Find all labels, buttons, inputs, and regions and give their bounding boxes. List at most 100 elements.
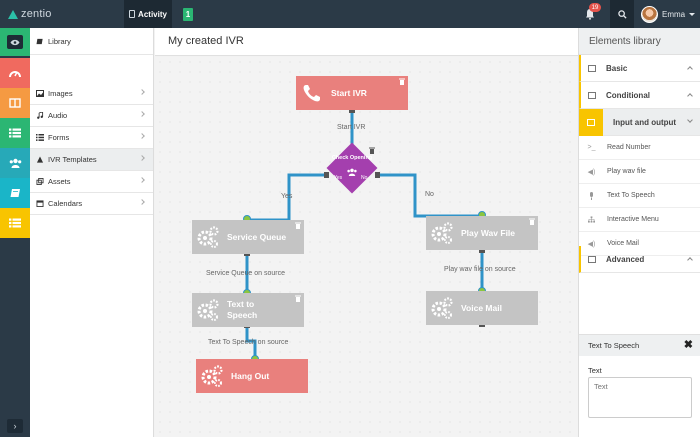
connector-endpoint xyxy=(375,172,380,178)
microphone-icon xyxy=(588,191,595,200)
chevron-right-icon xyxy=(139,111,145,117)
speaker-icon: ◀) xyxy=(587,240,596,248)
list-icon xyxy=(36,134,44,141)
brand-name: zentio xyxy=(21,8,52,20)
element-play-wav-file[interactable]: ◀) Play wav file xyxy=(579,160,700,184)
rail-item-users[interactable] xyxy=(0,148,30,178)
library-item-audio[interactable]: Audio xyxy=(30,105,153,127)
library-item-images[interactable]: Images xyxy=(30,83,153,105)
text-field[interactable] xyxy=(588,377,692,418)
node-start-ivr[interactable]: Start IVR xyxy=(296,76,408,110)
count-badge[interactable]: 1 xyxy=(183,8,193,21)
icon-rail: › xyxy=(0,28,30,437)
close-icon[interactable]: ✖ xyxy=(683,339,693,351)
rail-item-columns[interactable] xyxy=(0,88,30,118)
section-label: Advanced xyxy=(606,254,645,264)
elements-library-panel: Elements library Basic Conditional Input… xyxy=(578,28,700,437)
chevron-right-icon xyxy=(139,177,145,183)
section-basic[interactable]: Basic xyxy=(579,55,700,82)
chevron-up-icon xyxy=(687,257,693,263)
gears-icon xyxy=(431,297,453,319)
rail-item-view[interactable] xyxy=(0,28,30,56)
columns-icon xyxy=(588,91,596,99)
node-label: Play Wav File xyxy=(461,227,516,238)
notification-count-badge: 19 xyxy=(589,3,601,12)
trash-icon[interactable] xyxy=(295,295,301,302)
chevron-up-icon xyxy=(687,66,693,72)
ivr-canvas[interactable]: Start IVR Start IVR Check Opening Yes No… xyxy=(155,57,578,437)
chevron-down-icon xyxy=(689,12,696,16)
node-play-wav-file[interactable]: Play Wav File xyxy=(426,216,538,250)
edge-label-start-ivr: Start IVR xyxy=(337,124,366,131)
trash-icon[interactable] xyxy=(399,78,405,85)
user-menu[interactable]: Emma xyxy=(641,5,696,23)
columns-icon xyxy=(587,118,595,126)
element-read-number[interactable]: >_ Read Number xyxy=(579,136,700,160)
gears-icon xyxy=(431,222,453,244)
rail-item-list[interactable] xyxy=(0,118,30,148)
trash-icon[interactable] xyxy=(295,222,301,229)
music-icon xyxy=(37,112,44,119)
element-text-to-speech[interactable]: Text To Speech xyxy=(579,184,700,208)
users-icon xyxy=(9,158,21,168)
chevron-right-icon xyxy=(139,199,145,205)
connector-endpoint xyxy=(479,248,485,253)
users-icon xyxy=(347,168,357,176)
speaker-icon: ◀) xyxy=(587,168,596,176)
chevron-right-icon xyxy=(139,155,145,161)
expand-rail-button[interactable]: › xyxy=(7,419,23,433)
properties-title: Text To Speech xyxy=(588,341,640,350)
activity-label: Activity xyxy=(138,9,167,19)
element-interactive-menu[interactable]: Interactive Menu xyxy=(579,208,700,232)
avatar xyxy=(641,5,658,23)
node-voice-mail[interactable]: Voice Mail xyxy=(426,291,538,325)
edge-label-service-queue-on-source: Service Queue on source xyxy=(206,270,285,277)
section-advanced[interactable]: Advanced xyxy=(579,246,700,273)
edge-label-no: No xyxy=(425,191,434,198)
book-icon xyxy=(10,189,20,197)
text-field-label: Text xyxy=(588,366,602,375)
logo-icon xyxy=(8,9,18,19)
user-name: Emma xyxy=(662,9,686,19)
book-icon xyxy=(36,38,43,44)
library-item-forms[interactable]: Forms xyxy=(30,127,153,149)
library-item-label: Calendars xyxy=(48,199,83,208)
library-item-calendars[interactable]: Calendars xyxy=(30,193,153,215)
element-voice-mail[interactable]: ◀) Voice Mail xyxy=(579,232,700,256)
library-menu: Library Images Audio Forms IVR Templates… xyxy=(30,28,154,437)
element-label: Text To Speech xyxy=(607,192,655,199)
node-text-to-speech[interactable]: Text to Speech xyxy=(192,293,304,327)
activity-tab[interactable]: Activity xyxy=(124,0,172,28)
trash-icon[interactable] xyxy=(369,147,375,154)
trash-icon[interactable] xyxy=(529,218,535,225)
node-service-queue[interactable]: Service Queue xyxy=(192,220,304,254)
element-label: Play wav file xyxy=(607,168,646,175)
search-button[interactable] xyxy=(610,0,634,28)
library-item-label: IVR Templates xyxy=(48,155,97,164)
gears-icon xyxy=(197,299,219,321)
rail-item-book[interactable] xyxy=(0,178,30,208)
node-hang-out[interactable]: Hang Out xyxy=(196,359,308,393)
element-label: Read Number xyxy=(607,144,651,151)
library-title: Library xyxy=(48,36,71,46)
chevron-right-icon xyxy=(139,89,145,95)
node-check-opening[interactable]: Check Opening Yes No xyxy=(326,142,378,194)
assets-icon xyxy=(36,178,44,185)
calendar-icon xyxy=(36,200,44,207)
gears-icon xyxy=(201,365,223,387)
eye-icon xyxy=(10,39,20,45)
chevron-down-icon xyxy=(687,117,693,123)
rail-item-dashboard[interactable] xyxy=(0,58,30,88)
section-input-output[interactable]: Input and output xyxy=(579,108,700,136)
library-item-assets[interactable]: Assets xyxy=(30,171,153,193)
brand-logo[interactable]: zentio xyxy=(8,7,52,21)
rail-item-list-active[interactable] xyxy=(0,208,30,238)
library-header[interactable]: Library xyxy=(30,28,153,55)
gears-icon xyxy=(197,226,219,248)
panel-title: Elements library xyxy=(579,28,700,55)
node-label: Hang Out xyxy=(231,370,270,381)
chevron-up-icon xyxy=(687,93,693,99)
library-item-ivr-templates[interactable]: IVR Templates xyxy=(30,149,153,171)
section-conditional[interactable]: Conditional xyxy=(579,82,700,109)
properties-header: Text To Speech ✖ xyxy=(579,334,700,356)
